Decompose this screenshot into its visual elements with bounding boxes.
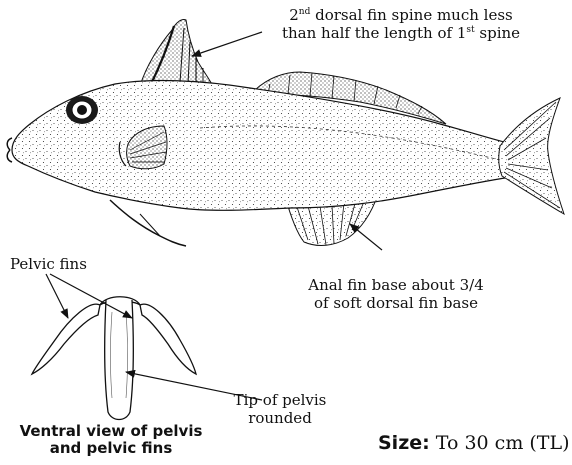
caption-line-1: Ventral view of pelvis: [6, 423, 216, 440]
eye: [66, 96, 98, 124]
ventral-view-caption: Ventral view of pelvis and pelvic fins: [6, 423, 216, 457]
caudal-fin: [499, 98, 564, 214]
size-value: To 30 cm (TL): [430, 432, 570, 454]
dorsal-spine-line-2: than half the length of 1st spine: [266, 24, 536, 42]
anal-fin-arrow: [350, 224, 382, 250]
tip-pelvis-annotation: Tip of pelvis rounded: [220, 391, 340, 427]
tip-pelvis-line-1: Tip of pelvis: [220, 391, 340, 409]
anal-fin-line-1: Anal fin base about 3/4: [286, 276, 506, 294]
first-dorsal-fin: [140, 19, 214, 88]
caption-line-2: and pelvic fins: [6, 440, 216, 457]
dorsal-spine-line-1: 2nd dorsal fin spine much less: [266, 6, 536, 24]
dorsal-spine-annotation: 2nd dorsal fin spine much less than half…: [266, 6, 536, 42]
size-key: Size:: [378, 432, 430, 454]
pelvic-fin-arrow-left: [46, 274, 68, 318]
anal-fin-annotation: Anal fin base about 3/4 of soft dorsal f…: [286, 276, 506, 312]
tip-pelvis-line-2: rounded: [220, 409, 340, 427]
size-info: Size: To 30 cm (TL): [378, 432, 570, 454]
anal-fin-line-2: of soft dorsal fin base: [286, 294, 506, 312]
pelvic-fins-label: Pelvic fins: [10, 255, 87, 273]
dorsal-spine-arrow: [192, 32, 262, 56]
pelvis-ventral-view: [32, 297, 196, 420]
